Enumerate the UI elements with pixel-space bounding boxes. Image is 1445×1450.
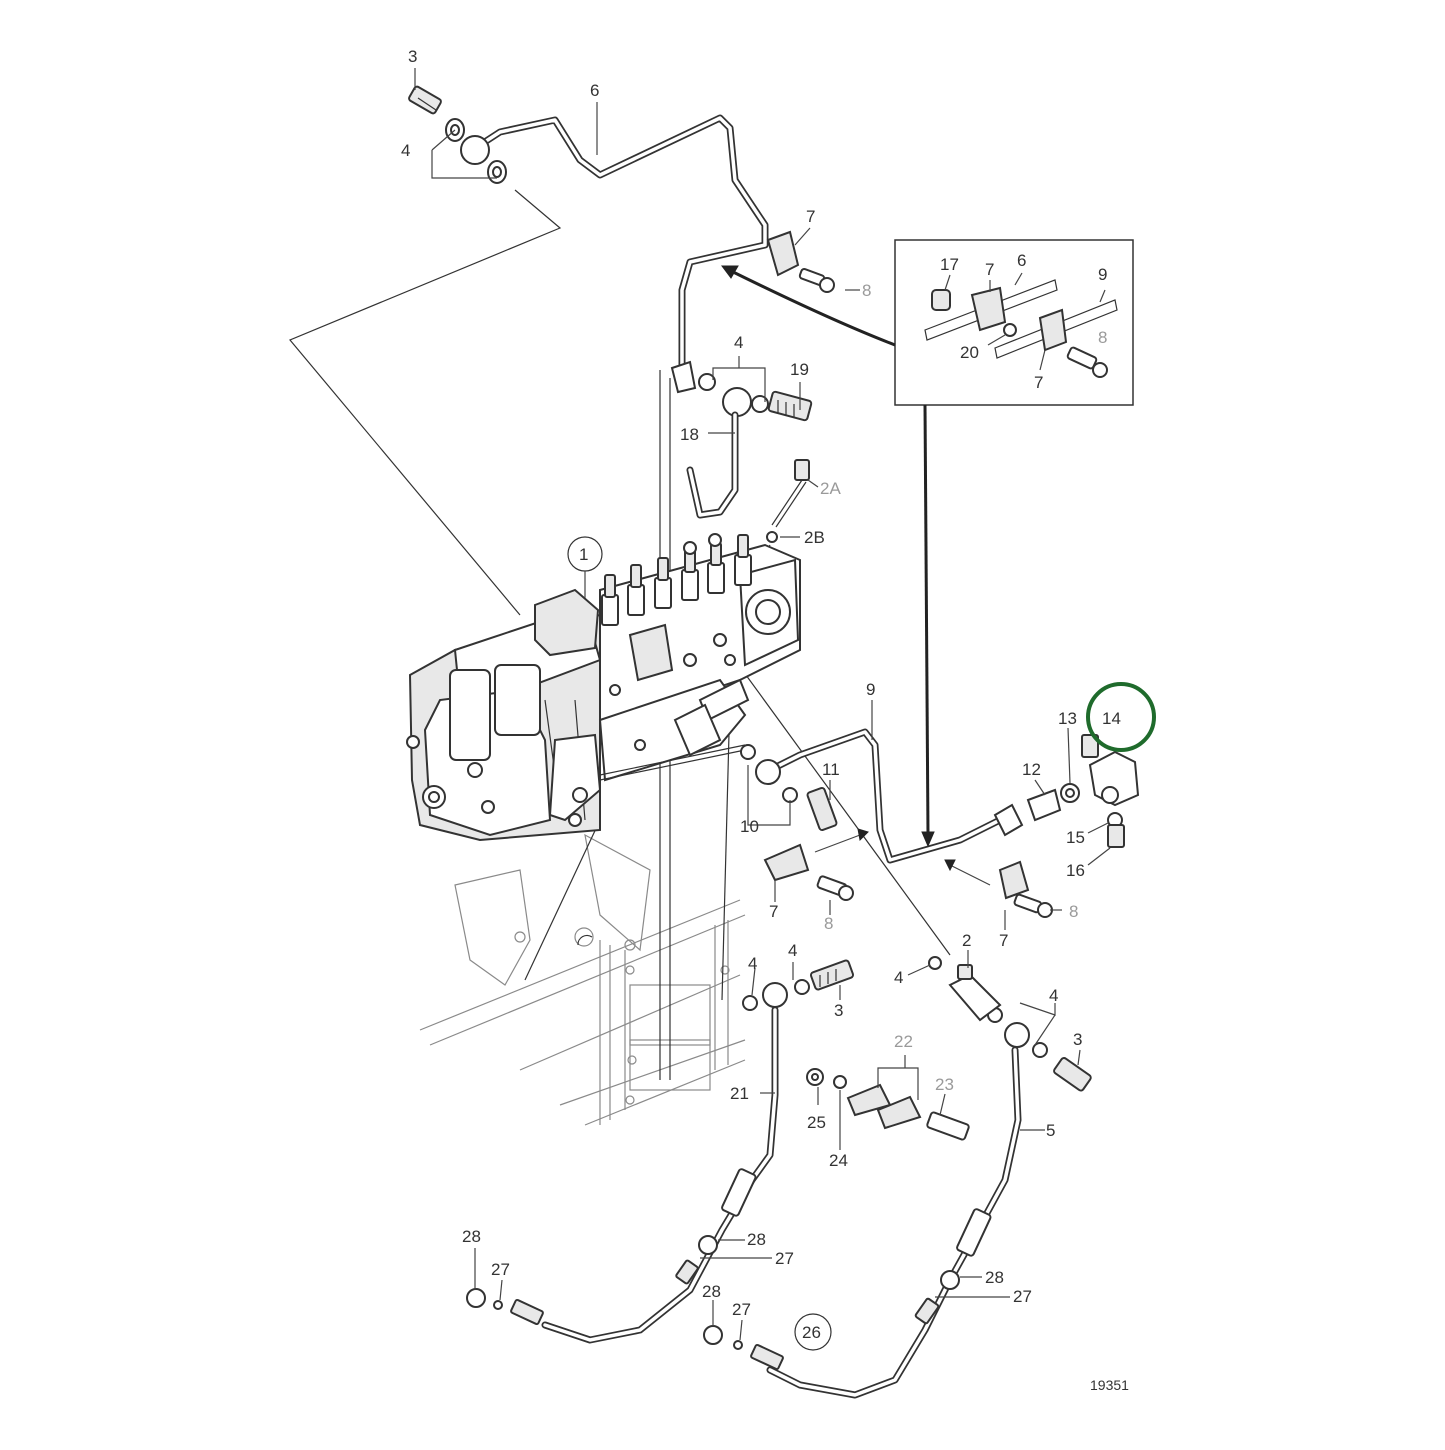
engine-block-outline [419, 833, 746, 1126]
callout-3-top: 3 [408, 47, 417, 66]
callout-19: 19 [790, 360, 809, 379]
callout-14: 14 [1102, 709, 1121, 728]
clamp-7-left [763, 843, 854, 901]
callout-labels: 3 4 6 7 8 4 19 18 2A 2B 1 9 10 11 7 8 7 … [401, 47, 1129, 1393]
callout-26: 26 [802, 1323, 821, 1342]
callout-7-right: 7 [999, 931, 1008, 950]
callout-27-a: 27 [491, 1260, 510, 1279]
callout-8-top: 8 [862, 281, 871, 300]
delivery-valves [601, 533, 752, 626]
callout-25: 25 [807, 1113, 826, 1132]
callout-10: 10 [740, 817, 759, 836]
callout-4-b: 4 [788, 941, 797, 960]
callout-28-a: 28 [462, 1227, 481, 1246]
callout-7-left: 7 [769, 902, 778, 921]
pipe-9 [740, 728, 1080, 864]
callout-circle-26 [794, 1313, 832, 1351]
callout-27-d: 27 [1013, 1287, 1032, 1306]
elbow-14 [1081, 734, 1140, 848]
callout-21: 21 [730, 1084, 749, 1103]
callout-3-a: 3 [834, 1001, 843, 1020]
callout-2: 2 [962, 931, 971, 950]
callout-24: 24 [829, 1151, 848, 1170]
callout-6-top: 6 [590, 81, 599, 100]
callout-23: 23 [935, 1075, 954, 1094]
highlight-circle [1086, 682, 1156, 752]
inset-callout-8: 8 [1098, 328, 1107, 347]
callout-5: 5 [1046, 1121, 1055, 1140]
callout-7-top: 7 [806, 207, 815, 226]
callout-27-c: 27 [732, 1300, 751, 1319]
callout-4-mid: 4 [734, 333, 743, 352]
callout-28-d: 28 [985, 1268, 1004, 1287]
callout-4-a: 4 [894, 968, 903, 987]
callout-8-right: 8 [1069, 902, 1078, 921]
callout-9-mid: 9 [866, 680, 875, 699]
callout-18: 18 [680, 425, 699, 444]
callout-2A: 2A [820, 479, 841, 498]
callout-4-d: 4 [1049, 986, 1058, 1005]
callout-8-left: 8 [824, 914, 833, 933]
inset-callout-17: 17 [940, 255, 959, 274]
callout-11: 11 [822, 760, 840, 779]
pipe-5 [703, 956, 1092, 1399]
callout-4-top: 4 [401, 141, 410, 160]
figure-number: 19351 [1090, 1377, 1129, 1393]
inset-callout-7-a: 7 [985, 260, 994, 279]
leader-lines [414, 68, 1111, 1341]
pipe-18 [670, 360, 813, 519]
callout-15: 15 [1066, 828, 1085, 847]
inset-callout-6: 6 [1017, 251, 1026, 270]
callout-3-b: 3 [1073, 1030, 1082, 1049]
inset-callout-20: 20 [960, 343, 979, 362]
clamp-7-top [766, 230, 835, 293]
callout-28-b: 28 [747, 1230, 766, 1249]
pipe-21 [466, 959, 855, 1344]
callout-28-c: 28 [702, 1282, 721, 1301]
clamp-7-right [998, 860, 1053, 918]
callout-1: 1 [579, 545, 588, 564]
callout-13: 13 [1058, 709, 1077, 728]
detail-inset [721, 239, 1134, 848]
inset-callout-9: 9 [1098, 265, 1107, 284]
callout-16: 16 [1066, 861, 1085, 880]
callout-2B: 2B [804, 528, 825, 547]
callout-27-b: 27 [775, 1249, 794, 1268]
injection-pump [406, 543, 801, 842]
callout-12: 12 [1022, 760, 1041, 779]
callout-22: 22 [894, 1032, 913, 1051]
callout-4-c: 4 [748, 954, 757, 973]
clamp-assembly-22 [806, 1068, 970, 1141]
inset-callout-7-b: 7 [1034, 373, 1043, 392]
pipe-6 [476, 114, 769, 369]
